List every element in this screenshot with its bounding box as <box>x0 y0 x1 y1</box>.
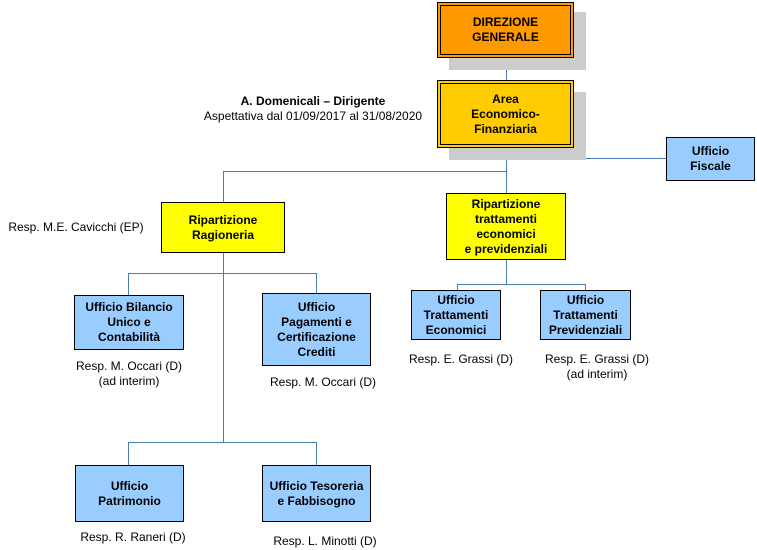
node-ripartizione-trattamenti[interactable]: Ripartizione trattamenti economici e pre… <box>446 193 566 260</box>
connector-area-ragioneria-v <box>223 171 224 202</box>
resp-pagamenti: Resp. M. Occari (D) <box>269 375 376 389</box>
node-ufficio-tesoreria[interactable]: Ufficio Tesoreria e Fabbisogno <box>262 465 371 522</box>
connector-ragioneria-row1-h <box>128 273 317 274</box>
node-direzione-generale[interactable]: DIREZIONE GENERALE <box>437 2 574 58</box>
node-area-economico-finanziaria[interactable]: Area Economico- Finanziaria <box>437 80 574 148</box>
connector-ragioneria-trunk <box>223 253 224 442</box>
connector-trattamenti-trunk <box>506 260 507 284</box>
connector-pagamenti-v <box>316 273 317 293</box>
connector-area-ragioneria-h <box>223 171 507 172</box>
resp-tratt-previdenziali: Resp. E. Grassi (D) (ad interim) <box>544 352 649 381</box>
node-ufficio-trattamenti-economici[interactable]: Ufficio Trattamenti Economici <box>411 290 501 340</box>
connector-tratt-previdenziali-v <box>585 284 586 290</box>
resp-bilancio: Resp. M. Occari (D) (ad interim) <box>75 359 182 388</box>
node-ufficio-trattamenti-previdenziali[interactable]: Ufficio Trattamenti Previdenziali <box>540 290 631 340</box>
connector-trattamenti-h <box>457 284 586 285</box>
connector-area-fiscale <box>506 158 666 159</box>
node-ufficio-bilancio[interactable]: Ufficio Bilancio Unico e Contabilità <box>74 295 184 350</box>
node-ufficio-pagamenti[interactable]: Ufficio Pagamenti e Certificazione Credi… <box>262 293 371 366</box>
connector-bilancio-v <box>128 273 129 295</box>
node-ripartizione-ragioneria[interactable]: Ripartizione Ragioneria <box>161 202 285 253</box>
connector-tesoreria-v <box>316 442 317 465</box>
node-ufficio-fiscale[interactable]: Ufficio Fiscale <box>666 137 755 181</box>
resp-tratt-economici: Resp. E. Grassi (D) <box>408 352 513 366</box>
node-ufficio-patrimonio[interactable]: Ufficio Patrimonio <box>75 465 184 522</box>
area-head-name: A. Domenicali – Dirigente <box>240 94 386 108</box>
resp-tesoreria: Resp. L. Minotti (D) <box>273 534 377 548</box>
connector-ragioneria-row2-h <box>128 442 317 443</box>
connector-area-down <box>506 148 507 193</box>
resp-ragioneria: Resp. M.E. Cavicchi (EP) <box>8 220 144 234</box>
resp-patrimonio: Resp. R. Raneri (D) <box>80 530 186 544</box>
area-head-note: Aspettativa dal 01/09/2017 al 31/08/2020 <box>203 109 423 123</box>
connector-patrimonio-v <box>128 442 129 465</box>
connector-tratt-economici-v <box>457 284 458 290</box>
